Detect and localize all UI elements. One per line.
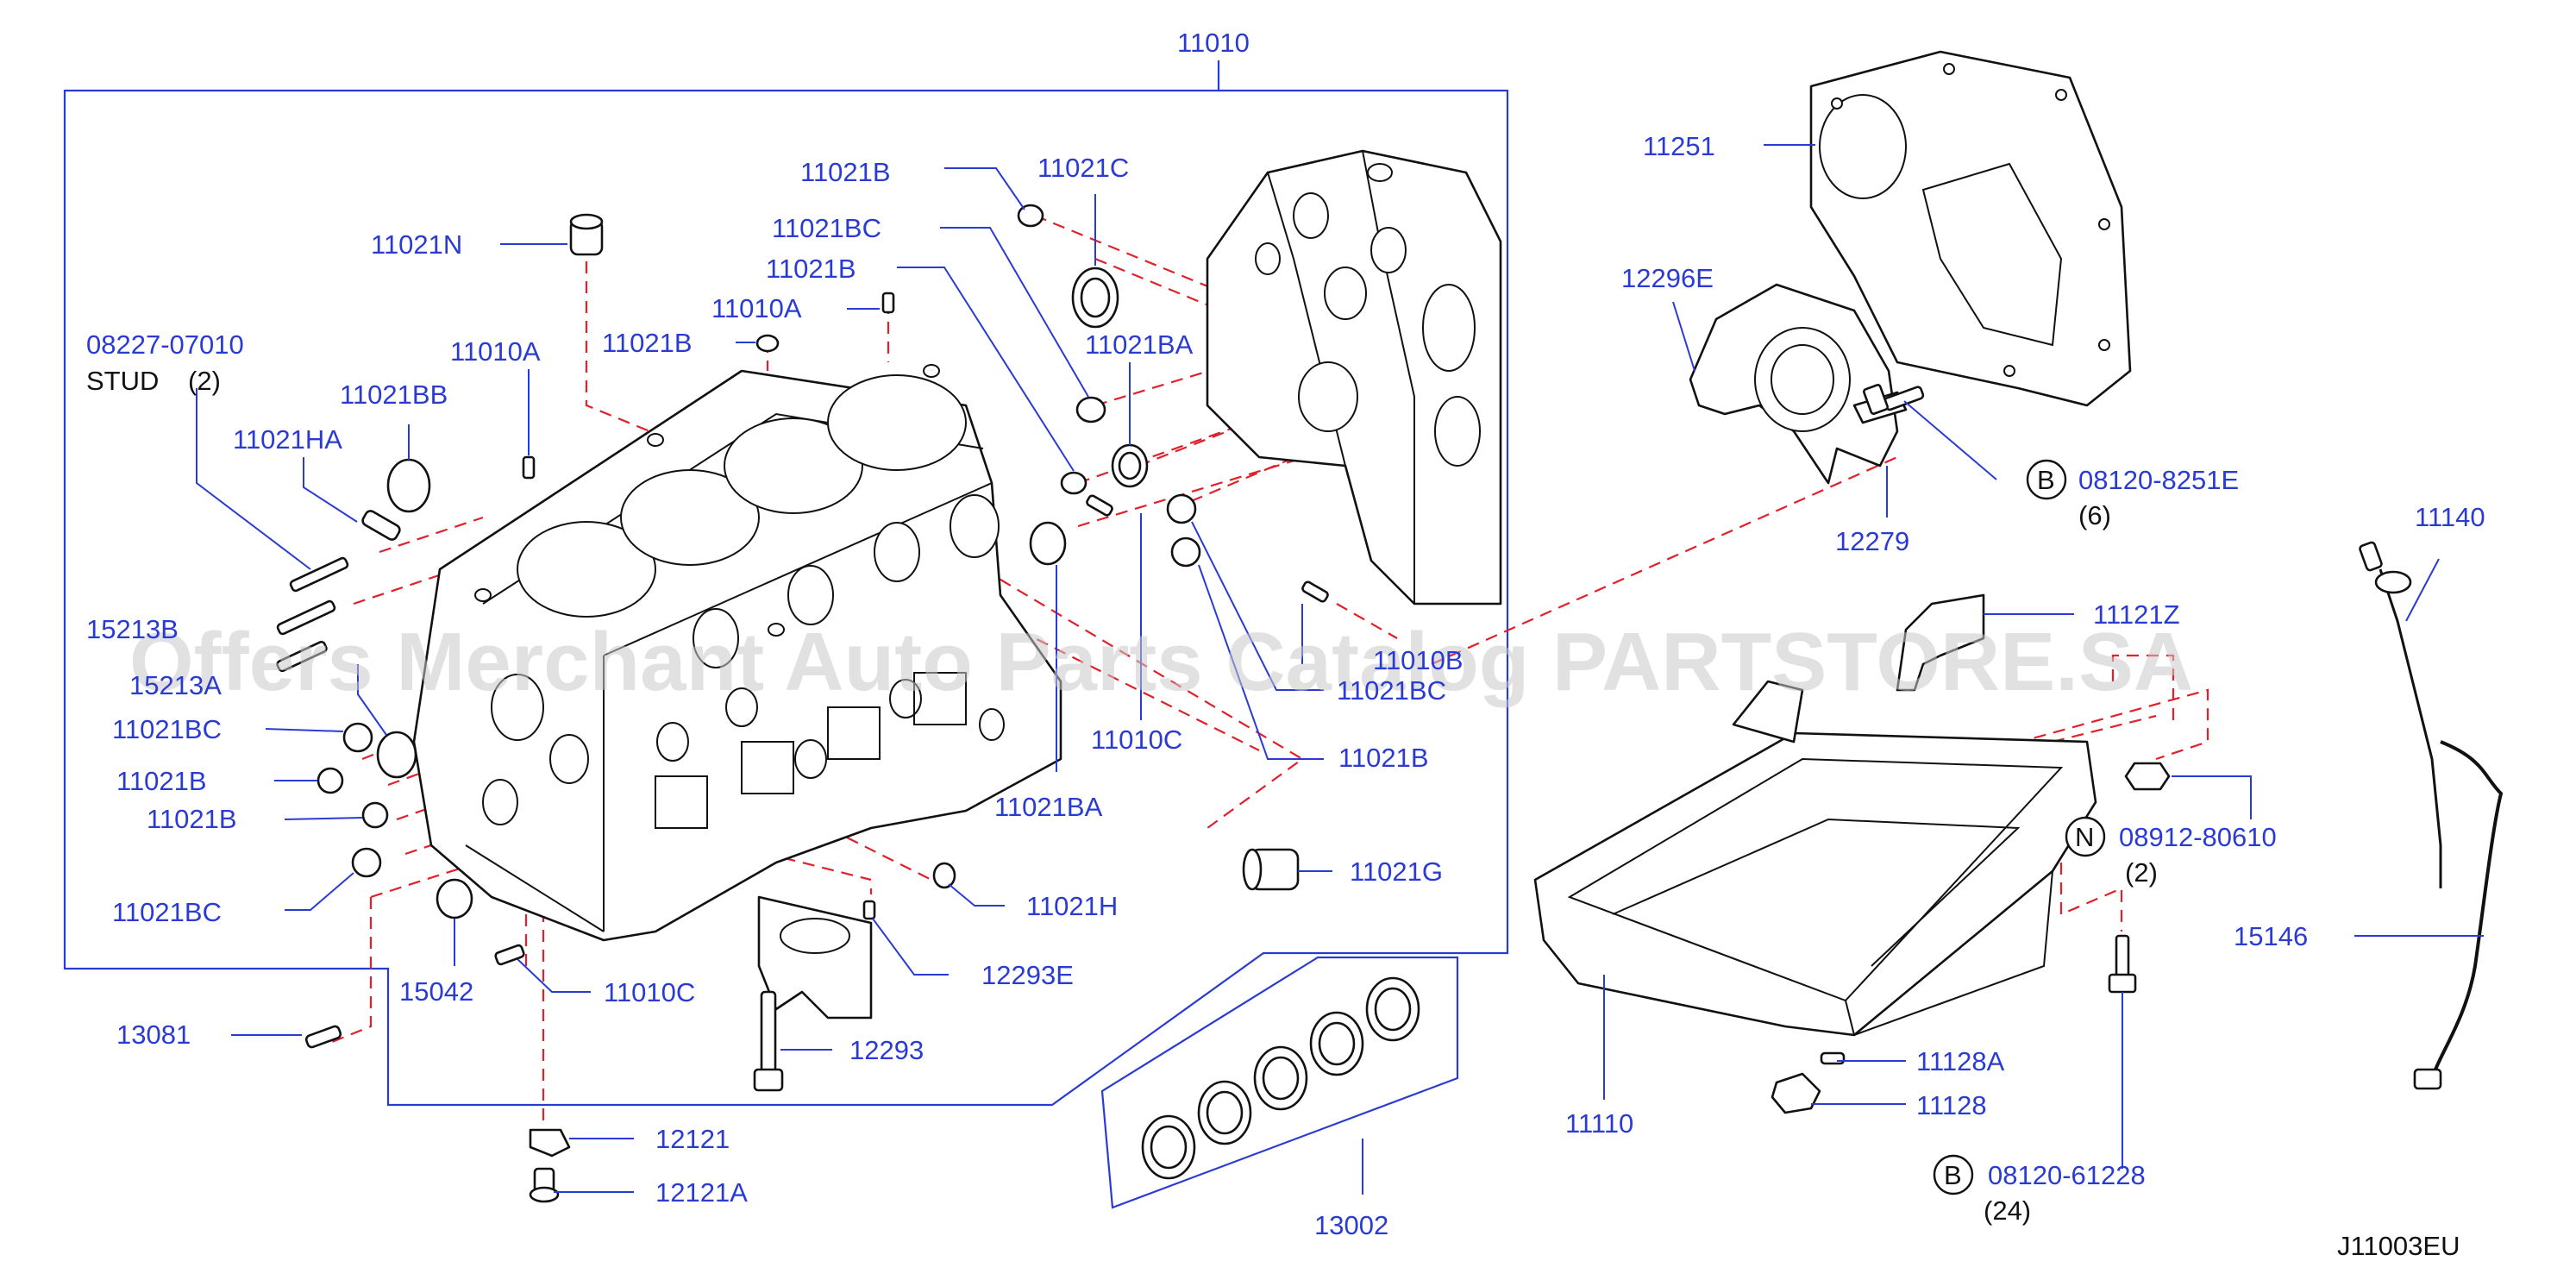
label-11010[interactable]: 11010	[1177, 28, 1250, 58]
label-11021BA-top[interactable]: 11021BA	[1085, 329, 1194, 360]
cylinder-block	[412, 364, 1062, 942]
nut-n-quantity: (2)	[2125, 857, 2158, 888]
label-15042[interactable]: 15042	[399, 976, 473, 1007]
diagram-code: J11003EU	[2337, 1231, 2460, 1261]
label-stud-name: STUD	[86, 366, 159, 396]
label-11021B-left-2[interactable]: 11021B	[147, 804, 237, 834]
rear-seal-retainer	[1689, 283, 1908, 485]
crankshaft-bearing-set	[1141, 976, 1420, 1180]
label-12121[interactable]: 12121	[655, 1124, 730, 1154]
oil-pan-hardware	[1771, 384, 2171, 1114]
nut-n-letter: N	[2075, 822, 2094, 852]
oil-pan	[1533, 680, 2097, 1037]
oil-level-gauge-guide	[2413, 740, 2504, 1090]
bolt-type-b2-icon	[1933, 1154, 1974, 1195]
label-11140[interactable]: 11140	[2415, 502, 2485, 532]
label-15213B[interactable]: 15213B	[86, 614, 179, 644]
label-12296E[interactable]: 12296E	[1621, 263, 1714, 293]
label-08912-80610[interactable]: 08912-80610	[2119, 822, 2277, 852]
label-13081[interactable]: 13081	[116, 1020, 191, 1050]
label-11021B-right[interactable]: 11021B	[1338, 743, 1429, 773]
bearing-set-frame	[1100, 956, 1459, 1209]
watermark-text: Offers Merchant Auto Parts Catalog PARTS…	[129, 616, 2193, 708]
callout-nut-08912-80610[interactable]: N 08912-80610 (2)	[2065, 816, 2277, 888]
label-11021B-left-top[interactable]: 11021B	[602, 328, 693, 358]
label-11010B[interactable]: 11010B	[1373, 645, 1463, 675]
bolt-b2-letter: B	[1944, 1160, 1962, 1190]
label-15213A[interactable]: 15213A	[129, 670, 222, 700]
bearing-cap-12293E	[753, 895, 873, 1092]
label-11021BC-left[interactable]: 11021BC	[112, 714, 222, 744]
label-11110[interactable]: 11110	[1565, 1108, 1633, 1139]
label-11021G[interactable]: 11021G	[1350, 856, 1443, 887]
part-labels: 11010 11021B 11021C 11021N 11021BC 11021…	[86, 28, 2485, 1261]
label-11021BC-right[interactable]: 11021BC	[1337, 675, 1446, 706]
label-stud-part-number[interactable]: 08227-07010	[86, 329, 244, 360]
oil-strainer	[1896, 593, 1985, 692]
label-11010A-top[interactable]: 11010A	[711, 293, 802, 323]
label-11010C-bottom[interactable]: 11010C	[604, 977, 695, 1007]
label-11010C-mid[interactable]: 11010C	[1091, 725, 1182, 755]
callout-bolt-08120-8251E[interactable]: B 08120-8251E (6)	[2026, 459, 2239, 530]
bolt-type-b-icon	[2026, 459, 2067, 500]
label-11121Z[interactable]: 11121Z	[2093, 599, 2180, 630]
label-11021H[interactable]: 11021H	[1026, 891, 1118, 921]
nut-type-n-icon	[2065, 816, 2106, 857]
label-11021BC-bottom-left[interactable]: 11021BC	[112, 897, 222, 927]
bolt-b1-quantity: (6)	[2078, 500, 2111, 530]
label-11021C[interactable]: 11021C	[1037, 153, 1129, 183]
label-11021N[interactable]: 11021N	[371, 229, 462, 260]
label-11251[interactable]: 11251	[1643, 131, 1715, 161]
label-11128[interactable]: 11128	[1916, 1090, 1987, 1120]
label-11021HA[interactable]: 11021HA	[233, 424, 342, 455]
callout-bolt-08120-61228[interactable]: B 08120-61228 (24)	[1933, 1154, 2146, 1226]
label-12293[interactable]: 12293	[849, 1035, 924, 1065]
label-08120-8251E[interactable]: 08120-8251E	[2078, 465, 2239, 495]
plugs-and-pins	[276, 204, 1329, 1203]
label-12279[interactable]: 12279	[1835, 526, 1909, 556]
cylinder-block-rear-view	[1206, 149, 1502, 605]
label-11021B-upper[interactable]: 11021B	[766, 254, 856, 284]
label-11010A-left[interactable]: 11010A	[450, 336, 541, 367]
label-08120-61228[interactable]: 08120-61228	[1988, 1160, 2146, 1190]
bolt-b2-quantity: (24)	[1984, 1195, 2031, 1226]
label-11128A[interactable]: 11128A	[1916, 1046, 2005, 1076]
label-stud-quantity: (2)	[188, 366, 221, 396]
label-11021BB[interactable]: 11021BB	[340, 380, 448, 410]
oil-level-gauge	[2359, 541, 2442, 888]
label-11021B-left-1[interactable]: 11021B	[116, 766, 207, 796]
label-12293E[interactable]: 12293E	[981, 960, 1074, 990]
block-assembly-frame	[63, 89, 1509, 1107]
label-13002[interactable]: 13002	[1314, 1210, 1388, 1240]
bolt-b1-letter: B	[2037, 465, 2055, 495]
label-15146[interactable]: 15146	[2234, 921, 2308, 951]
label-11021B-top[interactable]: 11021B	[800, 157, 891, 187]
rear-plate-gasket	[1809, 50, 2132, 407]
label-12121A[interactable]: 12121A	[655, 1177, 748, 1208]
label-11021BC-top[interactable]: 11021BC	[772, 213, 881, 243]
leader-lines	[196, 144, 2484, 1195]
label-11021BA-mid[interactable]: 11021BA	[994, 792, 1103, 822]
